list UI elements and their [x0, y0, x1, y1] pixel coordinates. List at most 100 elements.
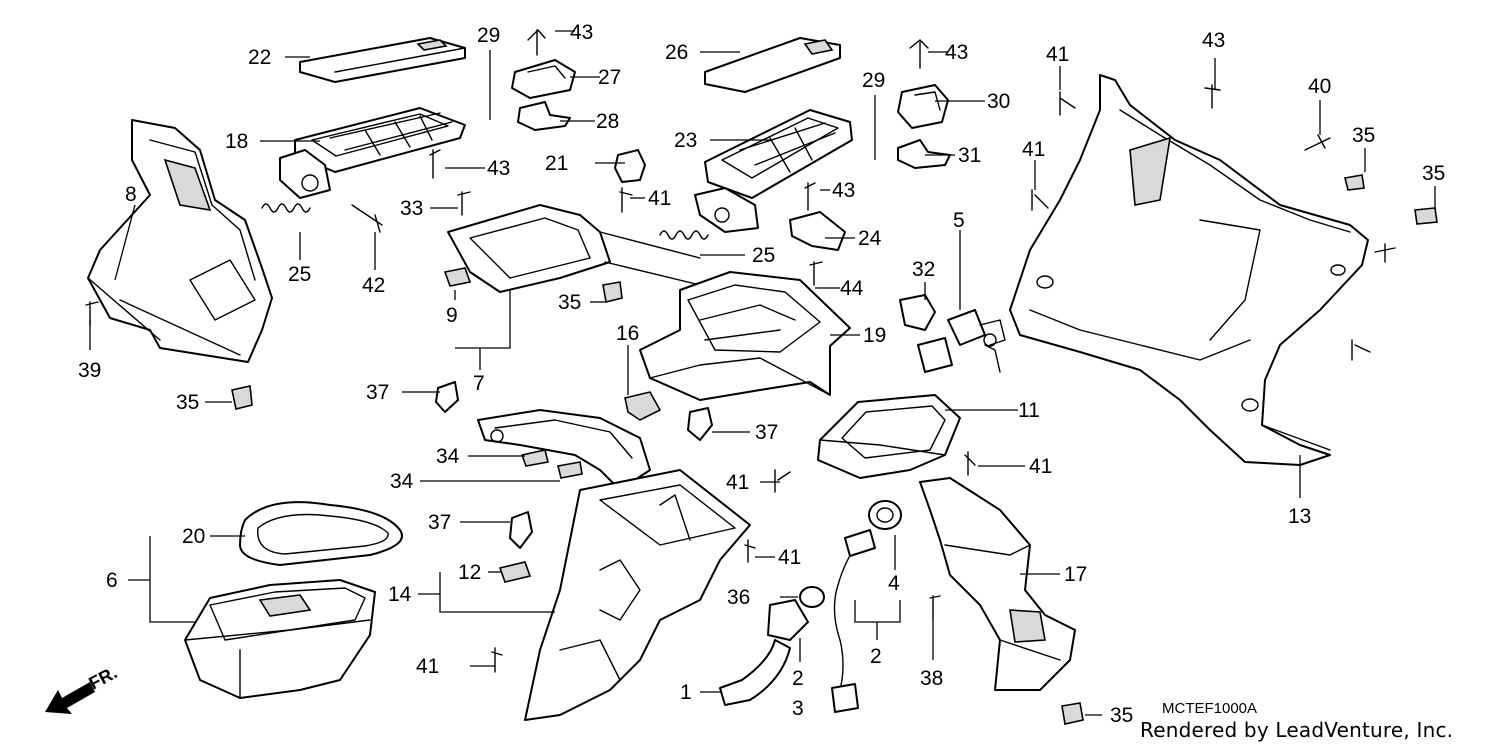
callout: 31 [958, 144, 981, 167]
part-37-clip-a [435, 381, 459, 413]
front-direction-arrow-icon [45, 682, 95, 714]
callout: 28 [596, 110, 619, 133]
part-14-inner-box [524, 469, 751, 721]
callout: 6 [106, 569, 118, 592]
callout: 43 [487, 157, 510, 180]
part-34-clip-a [520, 449, 549, 467]
callout: 35 [176, 391, 199, 414]
callout: 27 [598, 66, 621, 89]
part-17-duct [919, 477, 1076, 691]
part-13-rear-fender [1009, 74, 1369, 466]
part-24-bracket [789, 211, 846, 251]
callout: 17 [1064, 563, 1087, 586]
callout: 43 [832, 179, 855, 202]
callout: 2 [870, 645, 882, 668]
callout: 33 [400, 197, 423, 220]
callout: 2 [792, 667, 804, 690]
callout: 16 [616, 322, 639, 345]
fasteners [85, 29, 1438, 725]
callout: 23 [674, 129, 697, 152]
diagram-code: MCTEF1000A [1162, 700, 1258, 717]
callout: 41 [1046, 43, 1069, 66]
callout: 3 [792, 697, 804, 720]
callout: 34 [436, 445, 460, 468]
callout: 11 [1018, 399, 1040, 422]
callout: 35 [1110, 704, 1133, 727]
part-4-grommet [868, 500, 902, 530]
part-25-spring-center [659, 230, 709, 240]
part-5-key-cylinder [917, 309, 1006, 373]
part-30-latch [897, 84, 949, 129]
part-37-clip-b [687, 407, 713, 441]
part-9-clip [443, 267, 472, 287]
callout: 35 [1422, 162, 1445, 185]
callout: 21 [545, 152, 568, 175]
callout: 44 [840, 277, 864, 300]
callout: 36 [727, 586, 750, 609]
callout: 1 [680, 681, 692, 704]
part-6-storage-box [184, 579, 376, 699]
callout: 37 [428, 511, 451, 534]
callout: 41 [778, 546, 801, 569]
callout: 38 [920, 667, 943, 690]
callout: 40 [1308, 75, 1331, 98]
callout: 29 [862, 69, 885, 92]
callout: 19 [863, 324, 886, 347]
part-16-pad [624, 391, 662, 421]
callout: 41 [648, 187, 671, 210]
callout: 24 [858, 227, 882, 250]
callout: 9 [446, 304, 458, 327]
part-27-latch [511, 59, 576, 99]
callout: 35 [1352, 124, 1375, 147]
callout: 4 [888, 572, 900, 595]
callout: 30 [987, 90, 1010, 113]
part-34-clip-b [557, 461, 583, 479]
part-19-console [639, 271, 851, 401]
credit-text: Rendered by LeadVenture, Inc. [1140, 718, 1454, 742]
callout: 35 [558, 291, 581, 314]
part-20-seal [239, 501, 403, 566]
callout: 41 [1029, 455, 1052, 478]
part-31-catch [897, 139, 951, 169]
part-1-hose [719, 639, 791, 706]
callout: 39 [78, 359, 101, 382]
part-36-washer [799, 586, 825, 608]
callout: 43 [570, 21, 593, 44]
callout: 37 [755, 421, 778, 444]
part-21-clip [614, 149, 646, 183]
callout: 18 [225, 130, 248, 153]
callout-numbers: 22 29 43 27 26 43 41 43 28 18 30 40 35 2… [78, 21, 1445, 727]
part-22-lid [299, 37, 466, 83]
callout: 37 [366, 381, 389, 404]
part-23-lid-frame [694, 109, 853, 233]
part-2-plug [767, 599, 809, 641]
callout: 25 [752, 244, 775, 267]
callout: 7 [473, 372, 485, 395]
callout: 43 [945, 41, 968, 64]
callout: 34 [390, 470, 414, 493]
callout: 41 [416, 655, 439, 678]
part-37-clip-c [509, 511, 533, 549]
callout: 29 [477, 24, 500, 47]
part-32-clip [899, 294, 936, 331]
callout: 14 [388, 583, 412, 606]
callout: 43 [1202, 29, 1225, 52]
part-7-upper-tray [447, 204, 701, 293]
part-11-tray [817, 394, 961, 479]
part-18-lid-frame [279, 107, 466, 199]
part-26-lid [704, 37, 841, 93]
part-12-pad [498, 561, 532, 583]
callout: 5 [953, 209, 965, 232]
callout-labels [89, 30, 1436, 716]
part-25-spring-left [261, 203, 311, 213]
callout: 41 [1022, 138, 1045, 161]
part-8-left-panel [87, 119, 273, 363]
part-28-catch [517, 101, 571, 131]
callout: 20 [182, 525, 205, 548]
callout: 25 [288, 263, 311, 286]
callout: 8 [125, 183, 137, 206]
callout: 13 [1288, 505, 1311, 528]
callout: 42 [362, 274, 385, 297]
callout: 41 [726, 471, 749, 494]
callout: 26 [665, 41, 688, 64]
